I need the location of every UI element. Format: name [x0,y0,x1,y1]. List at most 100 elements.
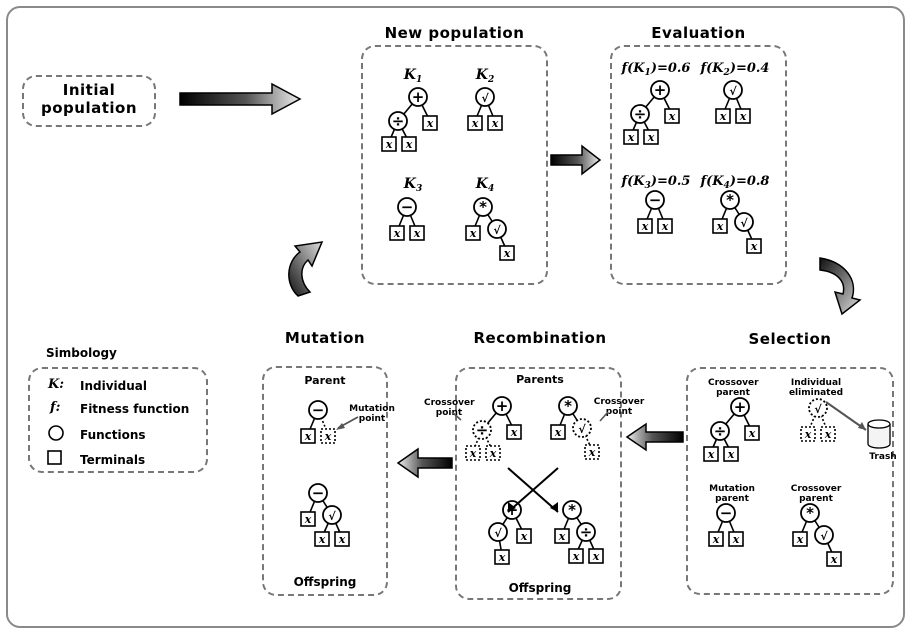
function-node: ÷ [630,104,650,124]
terminal-node: x [487,115,503,131]
selection-mutation-parent: Mutation parent [709,484,755,504]
new-population-box [361,45,548,285]
terminal-node: x [568,548,584,564]
arrow-mutation-to-new [288,241,324,297]
arrow-initial-to-new [179,82,302,116]
svg-text:√: √ [729,85,737,98]
svg-text:*: * [564,397,572,415]
terminal-node: x [584,444,600,460]
svg-text:x: x [426,117,434,130]
terminal-node: x [735,108,751,124]
terminal-node: x [422,115,438,131]
terminal-node: x [494,549,510,565]
function-node: − [308,400,328,420]
trash-label: Trash [869,452,897,462]
svg-text:√: √ [820,530,828,543]
function-node: √ [723,80,743,100]
function-node: − [397,197,417,217]
recombination-box [455,367,622,600]
svg-text:x: x [592,550,600,563]
svg-text:x: x [668,110,676,123]
terminal-node: x [550,424,566,440]
svg-text:x: x [324,430,332,443]
terminal-node: x [467,115,483,131]
recombination-parents-label: Parents [516,373,564,386]
individual-label: K1 [403,67,422,85]
svg-text:x: x [719,110,727,123]
mutation-title: Mutation [284,329,366,347]
individual-label: K4 [475,176,494,194]
svg-text:x: x [641,220,649,233]
function-node: + [730,397,750,417]
function-node: ÷ [576,522,596,542]
svg-text:*: * [568,501,576,519]
function-node: √ [488,522,508,542]
arrow-selection-to-recomb [625,422,684,452]
terminal-node: x [485,445,501,461]
selection-crossover-parent-2: Crossover parent [790,484,842,504]
function-node: √ [475,87,495,107]
svg-text:x: x [405,138,413,151]
function-node: √ [487,219,507,239]
svg-text:−: − [312,401,325,419]
function-node: * [558,396,578,416]
function-node: ÷ [472,420,492,440]
terminal-node: x [657,218,673,234]
evaluation-box [610,45,787,285]
svg-text:x: x [647,131,655,144]
initial-population-box [22,75,156,127]
svg-text:x: x [318,533,326,546]
mutation-box [262,366,388,596]
evaluation-title: Evaluation [651,24,746,42]
mutation-point-label: Mutation point [349,404,395,424]
function-node: √ [808,398,828,418]
svg-text:x: x [498,551,506,564]
svg-text:*: * [479,198,487,216]
svg-text:x: x [572,550,580,563]
function-node: ÷ [710,421,730,441]
legend-symbol-k: K: [48,377,65,392]
svg-text:x: x [661,220,669,233]
svg-text:x: x [804,428,812,441]
function-node: − [308,483,328,503]
terminal-node: x [389,225,405,241]
function-node: * [800,503,820,523]
svg-text:+: + [654,81,667,99]
svg-text:x: x [554,426,562,439]
terminal-node: x [499,245,515,261]
terminal-node: x [516,528,532,544]
svg-text:√: √ [328,510,336,523]
function-node: √ [322,505,342,525]
terminal-node: x [643,129,659,145]
svg-text:−: − [720,504,733,522]
terminal-node: x [746,238,762,254]
terminal-node: x [820,426,836,442]
svg-text:√: √ [814,403,822,416]
recombination-title: Recombination [473,329,607,347]
svg-text:−: − [649,191,662,209]
terminal-node: x [800,426,816,442]
svg-text:x: x [750,240,758,253]
terminal-node: x [715,108,731,124]
svg-text:x: x [732,533,740,546]
svg-text:x: x [491,117,499,130]
svg-text:x: x [471,117,479,130]
crossover-point-left-label: Crossover point [424,398,475,418]
terminal-node: x [300,511,316,527]
svg-text:√: √ [578,423,586,436]
svg-text:−: − [401,198,414,216]
mutation-parent-label: Parent [304,374,346,387]
svg-text:x: x [627,131,635,144]
simbology-title: Simbology [46,346,117,360]
svg-text:+: + [734,398,747,416]
svg-text:x: x [304,513,312,526]
selection-crossover-parent-1: Crossover parent [708,378,759,398]
svg-text:x: x [510,426,518,439]
selection-individual-eliminated: Individual eliminated [788,378,844,398]
function-node: + [492,396,512,416]
function-node: * [473,197,493,217]
terminal-node: x [637,218,653,234]
individual-label: f(K2)=0.4 [700,61,770,78]
svg-text:x: x [503,247,511,260]
